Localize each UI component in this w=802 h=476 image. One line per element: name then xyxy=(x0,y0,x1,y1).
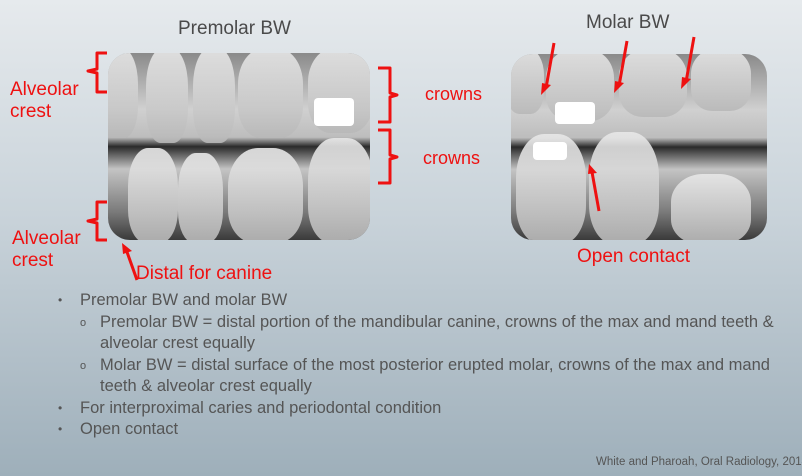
premolar-bw-title: Premolar BW xyxy=(178,18,291,39)
sub-bullet-item: Molar BW = distal surface of the most po… xyxy=(58,355,798,398)
molar-bw-title: Molar BW xyxy=(586,12,670,33)
bullet-item: Premolar BW and molar BW xyxy=(58,290,798,312)
sub-bullet-item: Premolar BW = distal portion of the mand… xyxy=(58,312,798,355)
bullet-list: Premolar BW and molar BW Premolar BW = d… xyxy=(58,290,798,441)
bracket-alveolar-bottom-icon xyxy=(86,200,107,242)
bracket-crowns-bottom-icon xyxy=(378,128,399,185)
bullet-item: Open contact xyxy=(58,419,798,441)
bullet-item: For interproximal caries and periodontal… xyxy=(58,398,798,420)
crowns-bottom-label: crowns xyxy=(423,148,481,168)
citation: White and Pharoah, Oral Radiology, 2014,… xyxy=(596,456,802,468)
arrow-contact-2-icon xyxy=(617,40,629,87)
premolar-bitewing-radiograph xyxy=(108,53,370,240)
crowns-top-label: crowns xyxy=(425,84,483,104)
molar-bitewing-radiograph xyxy=(511,54,767,240)
distal-for-canine-label: Distal for canine xyxy=(136,263,273,284)
arrow-distal-canine-icon xyxy=(125,251,139,281)
arrow-contact-1-icon xyxy=(544,42,556,89)
alveolar-crest-top-label: Alveolar crest xyxy=(10,79,79,122)
bracket-alveolar-top-icon xyxy=(86,51,107,94)
arrow-contact-3-icon xyxy=(684,36,696,83)
alveolar-crest-bottom-label: Alveolar crest xyxy=(12,228,81,271)
open-contact-label: Open contact xyxy=(577,246,691,267)
bracket-crowns-top-icon xyxy=(378,66,399,124)
arrow-open-contact-icon xyxy=(590,171,601,212)
